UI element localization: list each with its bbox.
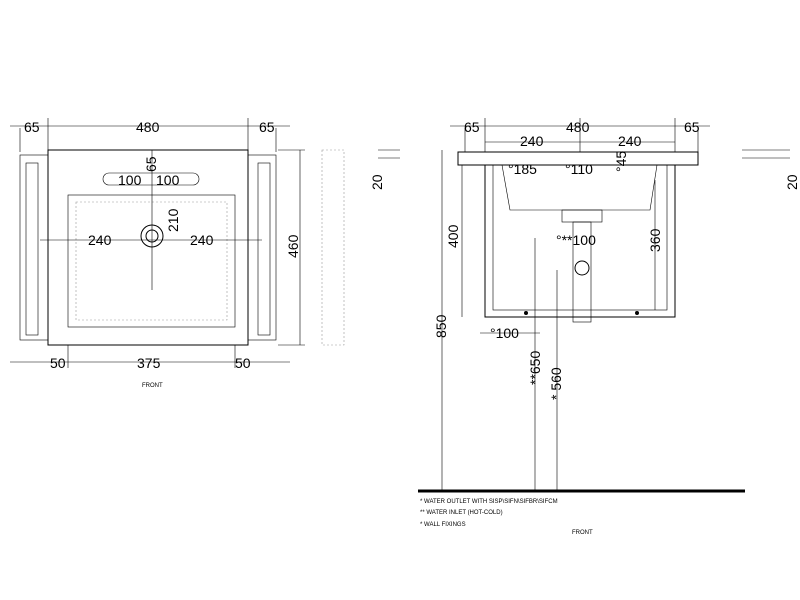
- right-side-panel: [247, 154, 277, 341]
- dim-right-margin: 65: [684, 119, 700, 135]
- dim-tap-left: 100: [118, 172, 142, 188]
- dim-hole-185: °185: [508, 161, 537, 177]
- left-side-panel: [19, 154, 49, 341]
- dim-left-margin: 65: [24, 119, 40, 135]
- dim-tap-top: 65: [143, 156, 159, 172]
- dim-half-right: 240: [618, 133, 642, 149]
- dim-fixing-100: °100: [490, 325, 519, 341]
- dim-bottom-width: 375: [137, 355, 161, 371]
- dim-height-850: 850: [433, 314, 449, 338]
- front-view: 65 480 65 100 100 65 210 240 240 460 50 …: [10, 118, 305, 389]
- dim-width: 480: [136, 119, 160, 135]
- front-caption: FRONT: [142, 383, 163, 389]
- dim-height: 460: [285, 234, 301, 258]
- dim-hole-110: °110: [565, 161, 593, 177]
- dim-thickness-right: 20: [784, 174, 800, 190]
- dim-thickness-left: 20: [369, 174, 385, 190]
- outlet-icon: [574, 260, 590, 276]
- dim-drain-left: 240: [88, 232, 112, 248]
- dim-drain-depth: 210: [165, 208, 181, 232]
- dim-right-margin: 65: [259, 119, 275, 135]
- dim-tap-right: 100: [156, 172, 180, 188]
- section-view: 65 480 65 240 240 °185 °110 °45 400 °**1…: [418, 118, 745, 536]
- dim-height-400: 400: [445, 224, 461, 248]
- section-caption: FRONT: [572, 530, 593, 536]
- dim-inlet-height: **650: [527, 351, 543, 385]
- dim-bottom-left: 50: [50, 355, 66, 371]
- dim-width: 480: [566, 119, 590, 135]
- side-view: 20 20: [321, 149, 800, 346]
- dim-left-margin: 65: [464, 119, 480, 135]
- dim-bottom-right: 50: [235, 355, 251, 371]
- basin-outline: [47, 149, 249, 346]
- dim-inlet-spacing: °**100: [556, 232, 596, 248]
- dim-height-360: 360: [647, 228, 663, 252]
- tap-holes: [102, 172, 200, 186]
- bowl-outline: [67, 194, 236, 328]
- note-water-inlet: ** WATER INLET (HOT-COLD): [420, 510, 503, 516]
- dim-hole-45: °45: [613, 151, 629, 172]
- dim-outlet-height: * 560: [548, 367, 564, 400]
- note-water-outlet: * WATER OUTLET WITH SISP\SIFN\SIFBR\SIFC…: [420, 499, 558, 505]
- note-wall-fixings: * WALL FIXINGS: [420, 522, 466, 528]
- dim-half-left: 240: [520, 133, 544, 149]
- siphon: [572, 221, 592, 323]
- dim-drain-right: 240: [190, 232, 214, 248]
